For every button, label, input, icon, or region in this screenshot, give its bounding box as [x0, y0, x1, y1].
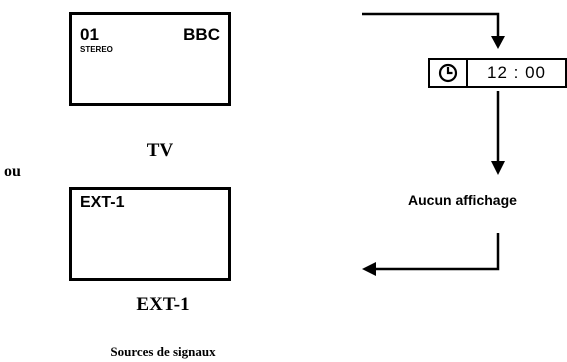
arrow-to-no-display [491, 91, 505, 175]
audio-mode: STEREO [80, 45, 113, 54]
clock-icon-cell [430, 60, 468, 86]
ext-screen: EXT-1 [69, 187, 231, 281]
footer-caption: Sources de signaux [110, 344, 216, 359]
arrow-to-clock [362, 12, 505, 49]
tv-screen: 01 STEREO BBC [69, 12, 231, 106]
tv-caption: TV [146, 140, 174, 161]
clock-icon [438, 63, 458, 83]
arrow-return [362, 233, 500, 276]
separator-label: ou [4, 163, 21, 180]
clock-display: 12 : 00 [428, 58, 567, 88]
ext-caption: EXT-1 [136, 294, 190, 315]
no-display-label: Aucun affichage [408, 192, 517, 208]
channel-name: BBC [183, 25, 220, 44]
channel-number: 01 [80, 25, 99, 44]
ext-source-label: EXT-1 [80, 194, 125, 211]
clock-time: 12 : 00 [487, 63, 546, 82]
